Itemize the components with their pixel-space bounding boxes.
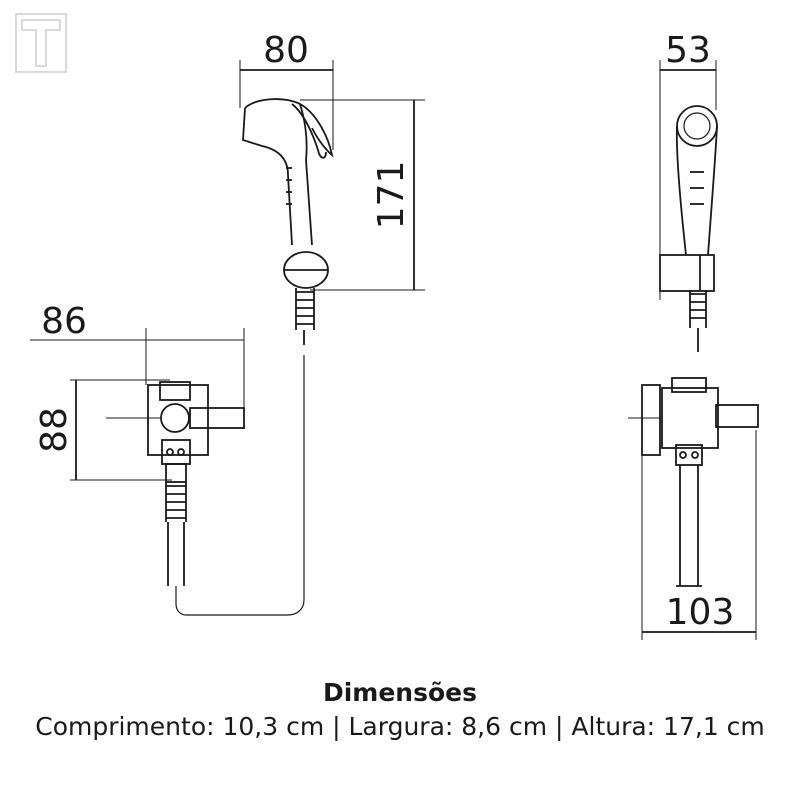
dim-handset-height: 171 [371, 161, 412, 230]
handset-side-view [659, 60, 718, 352]
dim-side-depth: 103 [666, 592, 735, 633]
handset-front-view [175, 60, 425, 616]
dim-handset-width: 80 [263, 30, 309, 71]
dim-valve-height: 88 [34, 407, 75, 453]
brand-logo [15, 13, 67, 73]
caption-title: Dimensões [322, 678, 478, 707]
valve-front-view [30, 328, 245, 586]
valve-side-view [628, 377, 759, 640]
caption-dimensions: Comprimento: 10,3 cm | Largura: 8,6 cm |… [35, 712, 765, 741]
logo-t-icon [21, 19, 61, 67]
dim-side-handset-width: 53 [665, 30, 711, 71]
dim-valve-width: 86 [41, 301, 87, 342]
